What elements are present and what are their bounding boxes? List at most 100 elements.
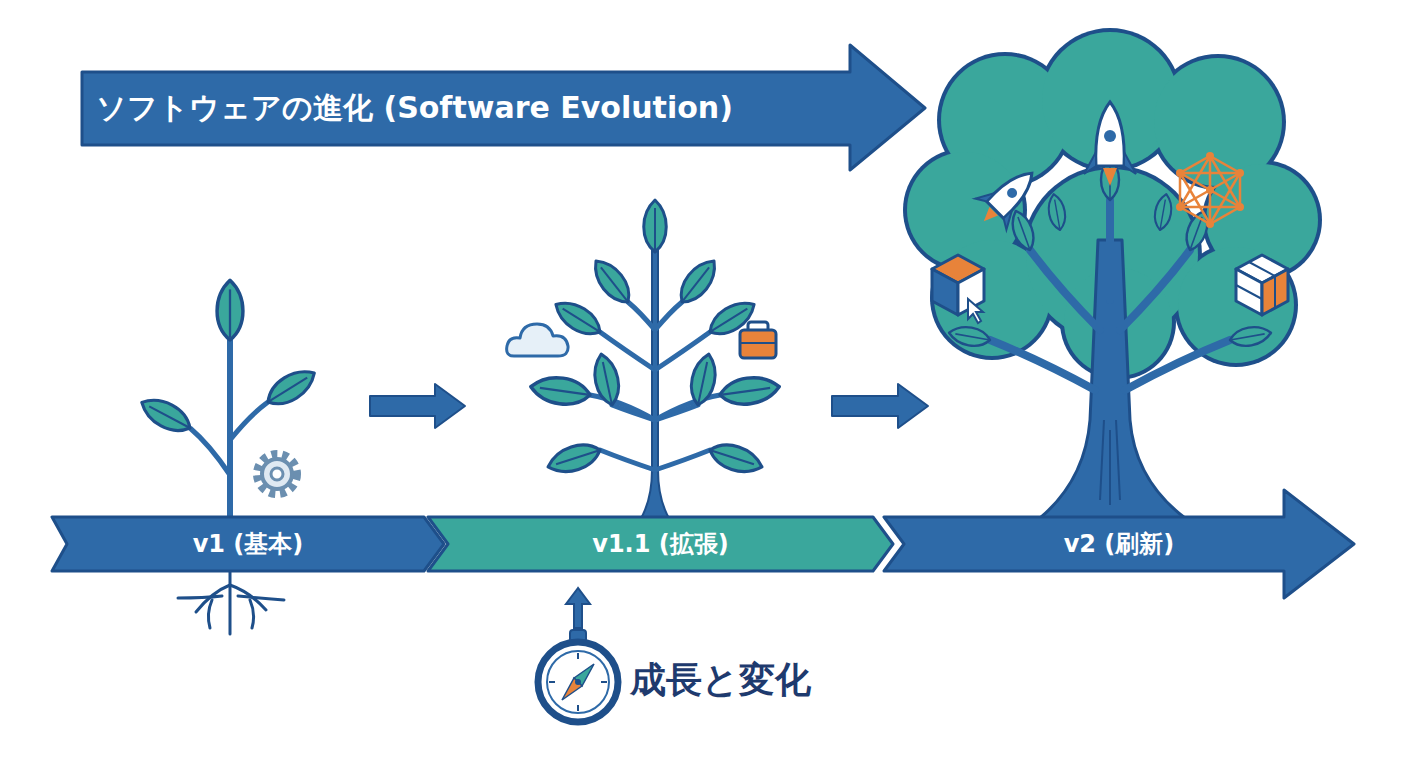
mature-tree-illustration — [1109, 430, 1111, 505]
young-tree-illustration — [687, 352, 720, 408]
diagram-title: ソフトウェアの進化 (Software Evolution) — [96, 72, 856, 145]
network-icon — [1176, 152, 1244, 228]
network-icon — [1236, 169, 1244, 177]
step-arrow — [370, 384, 465, 428]
network-icon — [1206, 220, 1214, 228]
compass-icon — [574, 664, 594, 686]
mature-tree-illustration — [1030, 250, 1100, 330]
rocket-icon — [986, 164, 1040, 218]
sprout-illustration — [178, 572, 284, 634]
rocket-icon — [980, 207, 998, 225]
mature-tree-illustration — [1182, 208, 1213, 253]
network-icon — [1176, 169, 1184, 177]
sprout-illustration — [208, 600, 212, 628]
briefcase-icon — [740, 342, 776, 344]
briefcase-icon — [740, 322, 776, 358]
mature-tree-illustration — [1178, 247, 1294, 363]
rocket-icon — [1005, 186, 1019, 200]
rocket-icon — [1103, 168, 1117, 186]
young-tree-illustration — [587, 254, 637, 309]
young-tree-illustration — [673, 254, 723, 309]
young-tree-illustration — [590, 302, 720, 470]
mature-tree-illustration — [1007, 208, 1038, 253]
mature-tree-illustration — [1228, 324, 1272, 349]
version-band: v1.1 (拡張) — [428, 517, 893, 571]
title-arrow — [82, 45, 925, 170]
young-tree-illustration — [590, 395, 655, 420]
version-label: v2 (刷新) — [884, 517, 1354, 571]
sprout-illustration — [262, 363, 321, 412]
young-tree-illustration — [655, 395, 720, 420]
sprout-illustration — [227, 335, 233, 520]
mature-tree-illustration — [990, 340, 1095, 390]
young-tree-illustration — [544, 439, 603, 478]
network-icon — [1176, 152, 1244, 228]
young-tree-illustration — [655, 302, 682, 330]
gear-icon — [271, 468, 283, 480]
compass-icon — [566, 588, 590, 628]
mature-tree-illustration — [1100, 420, 1120, 505]
version-band: v2 (刷新) — [884, 490, 1354, 598]
sprout-illustration — [250, 600, 254, 628]
mature-tree-illustration — [1125, 340, 1230, 390]
mature-tree-illustration — [1042, 32, 1178, 168]
network-icon — [1206, 186, 1214, 194]
cube-icon — [932, 269, 958, 315]
network-icon — [1176, 203, 1184, 211]
sprout-illustration — [136, 280, 320, 634]
young-tree-illustration — [644, 200, 667, 252]
sprout-illustration — [229, 572, 232, 634]
sprout-illustration — [238, 596, 284, 600]
briefcase-icon — [740, 330, 776, 358]
network-icon — [1236, 203, 1244, 211]
cloud-icon — [507, 324, 568, 356]
sprout-illustration — [178, 596, 222, 598]
cube-icon — [932, 255, 984, 323]
mature-tree-illustration — [1106, 200, 1114, 300]
title-arrow — [82, 45, 925, 170]
compass-icon — [549, 653, 607, 711]
gear-icon — [262, 459, 292, 489]
young-tree-illustration — [655, 450, 710, 470]
mature-tree-illustration — [947, 324, 991, 349]
mature-tree-illustration — [1116, 420, 1120, 500]
band-shape — [52, 517, 444, 571]
sprout-illustration — [190, 428, 230, 475]
sprout-illustration — [230, 402, 268, 440]
rocket-icon — [975, 186, 1019, 230]
band-shape — [884, 490, 1354, 598]
young-tree-illustration — [600, 450, 655, 470]
cube-icon — [1236, 255, 1288, 315]
theme-label: 成長と変化 — [630, 654, 811, 706]
sprout-illustration — [217, 280, 243, 340]
cube-icon — [1236, 262, 1275, 308]
rocket-icon — [1104, 130, 1116, 142]
young-tree-illustration — [628, 302, 655, 330]
version-band: v1 (基本) — [52, 517, 444, 571]
mature-tree-illustration — [1152, 193, 1174, 232]
young-tree-illustration — [590, 352, 623, 408]
rocket-icon — [968, 158, 1047, 237]
network-icon — [1180, 156, 1240, 224]
young-tree-illustration — [529, 374, 592, 408]
band-shape — [428, 517, 893, 571]
version-label: v1 (基本) — [52, 517, 444, 571]
compass-icon — [575, 679, 581, 685]
network-icon — [1180, 156, 1240, 224]
network-icon — [1206, 152, 1214, 160]
step-arrow — [832, 384, 928, 428]
version-label: v1.1 (拡張) — [428, 517, 893, 571]
young-tree-illustration — [640, 250, 670, 520]
compass-icon — [547, 651, 609, 713]
young-tree-illustration — [718, 374, 781, 408]
mature-tree-illustration — [903, 28, 1322, 518]
young-tree-illustration — [706, 439, 765, 478]
sprout-illustration — [136, 392, 195, 438]
rocket-icon — [1096, 102, 1124, 166]
compass-icon — [562, 678, 582, 700]
cloud-icon — [507, 324, 568, 356]
mature-tree-illustration — [990, 200, 1230, 390]
compass-icon — [538, 588, 618, 722]
rocket-icon — [1084, 102, 1136, 186]
mature-tree-illustration — [1100, 420, 1104, 500]
